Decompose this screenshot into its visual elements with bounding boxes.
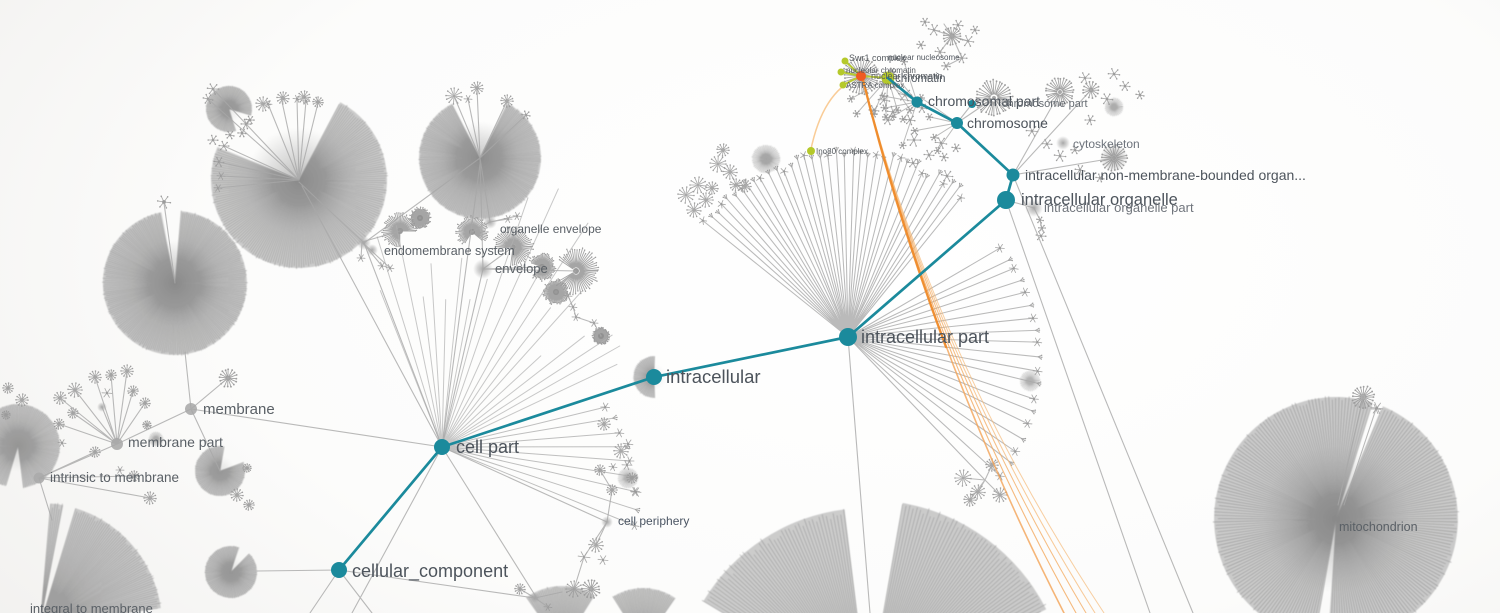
svg-text:nuclear chromatin: nuclear chromatin bbox=[871, 71, 943, 81]
svg-text:intrinsic to membrane: intrinsic to membrane bbox=[50, 470, 179, 485]
svg-text:chromosome: chromosome bbox=[967, 115, 1048, 131]
svg-text:Swr1 complex: Swr1 complex bbox=[849, 53, 906, 63]
svg-text:cell part: cell part bbox=[456, 437, 519, 457]
svg-text:intracellular: intracellular bbox=[666, 366, 761, 387]
svg-text:nucleolar chromatin: nucleolar chromatin bbox=[846, 66, 916, 75]
svg-text:intracellular organelle part: intracellular organelle part bbox=[1044, 200, 1194, 215]
svg-text:envelope: envelope bbox=[495, 261, 548, 276]
svg-text:intracellular non-membrane-bou: intracellular non-membrane-bounded organ… bbox=[1025, 167, 1306, 183]
svg-text:intracellular part: intracellular part bbox=[861, 327, 989, 347]
svg-text:chromosomal part: chromosomal part bbox=[928, 93, 1040, 109]
svg-text:integral to membrane: integral to membrane bbox=[30, 601, 153, 613]
svg-text:mitochondrion: mitochondrion bbox=[1339, 520, 1418, 534]
svg-text:endomembrane system: endomembrane system bbox=[384, 244, 515, 258]
svg-text:chromatin: chromatin bbox=[895, 73, 946, 85]
svg-text:cytoskeleton: cytoskeleton bbox=[1073, 137, 1140, 151]
svg-text:cell periphery: cell periphery bbox=[618, 514, 689, 528]
svg-text:membrane part: membrane part bbox=[128, 434, 223, 450]
svg-text:Ino80 complex: Ino80 complex bbox=[816, 147, 868, 156]
svg-text:intracellular organelle: intracellular organelle bbox=[1021, 191, 1178, 209]
svg-text:cellular_component: cellular_component bbox=[352, 561, 508, 582]
svg-text:membrane: membrane bbox=[203, 401, 275, 418]
svg-text:ASTRA complex: ASTRA complex bbox=[846, 81, 904, 90]
svg-text:chromosome part: chromosome part bbox=[1002, 98, 1088, 110]
svg-text:nuclear nucleosome: nuclear nucleosome bbox=[888, 53, 960, 62]
svg-text:organelle envelope: organelle envelope bbox=[500, 222, 602, 236]
